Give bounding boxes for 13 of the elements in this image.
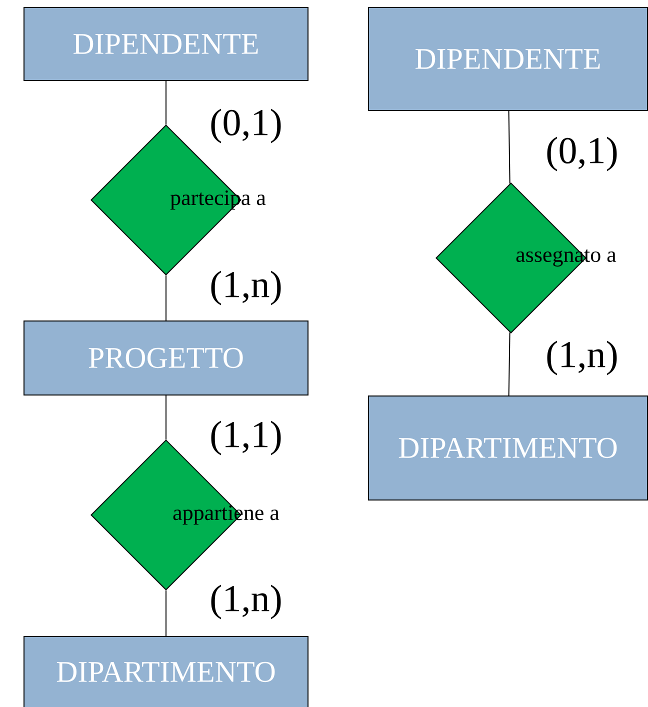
entity-box: DIPARTIMENTO	[24, 636, 308, 707]
cardinality-label: (1,n)	[544, 340, 620, 376]
cardinality-label: (1,n)	[208, 270, 284, 306]
cardinality-label: (1,n)	[208, 584, 284, 620]
connector-line	[508, 110, 510, 184]
entity-box: DIPENDENTE	[368, 7, 648, 111]
cardinality-label: (0,1)	[544, 136, 620, 172]
entity-box: DIPENDENTE	[24, 7, 308, 81]
cardinality-label: (1,1)	[208, 420, 284, 456]
cardinality-label: (0,1)	[208, 108, 284, 144]
connector-line	[508, 332, 510, 396]
entity-box: PROGETTO	[24, 320, 308, 396]
entity-box: DIPARTIMENTO	[368, 396, 648, 500]
